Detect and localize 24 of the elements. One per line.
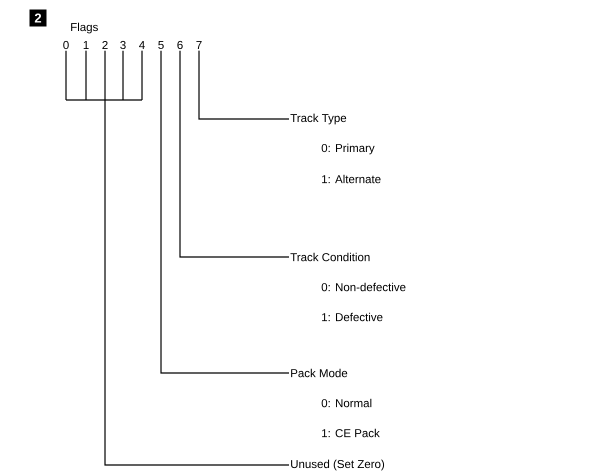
field-name: Pack Mode bbox=[291, 368, 348, 378]
value-description: 0: Primary bbox=[322, 144, 375, 154]
value-description: 0: Normal bbox=[322, 398, 372, 408]
field-name: Unused (Set Zero) bbox=[291, 460, 384, 470]
value-description: 1: CE Pack bbox=[322, 428, 380, 438]
number-badge: 2 bbox=[30, 10, 46, 26]
field-name: Track Type bbox=[290, 114, 346, 124]
bit-number: 0 bbox=[63, 40, 69, 50]
bit-number: 7 bbox=[196, 41, 202, 49]
bit-number: 3 bbox=[120, 40, 126, 50]
field-name: Track Condition bbox=[290, 252, 370, 262]
bit-number: 2 bbox=[102, 40, 108, 50]
heading: Flags bbox=[71, 22, 98, 34]
leader-line bbox=[160, 50, 289, 374]
value-description: 0: Non-defective bbox=[322, 282, 406, 292]
leader-line bbox=[65, 50, 290, 466]
bit-number: 4 bbox=[139, 41, 145, 49]
leader-line bbox=[198, 50, 289, 120]
bit-number: 1 bbox=[84, 41, 89, 49]
bit-number: 6 bbox=[177, 40, 183, 50]
bit-number: 5 bbox=[158, 41, 164, 49]
leader-line bbox=[179, 50, 289, 258]
value-description: 1: Defective bbox=[322, 312, 382, 322]
value-description: 1: Alternate bbox=[322, 174, 381, 184]
